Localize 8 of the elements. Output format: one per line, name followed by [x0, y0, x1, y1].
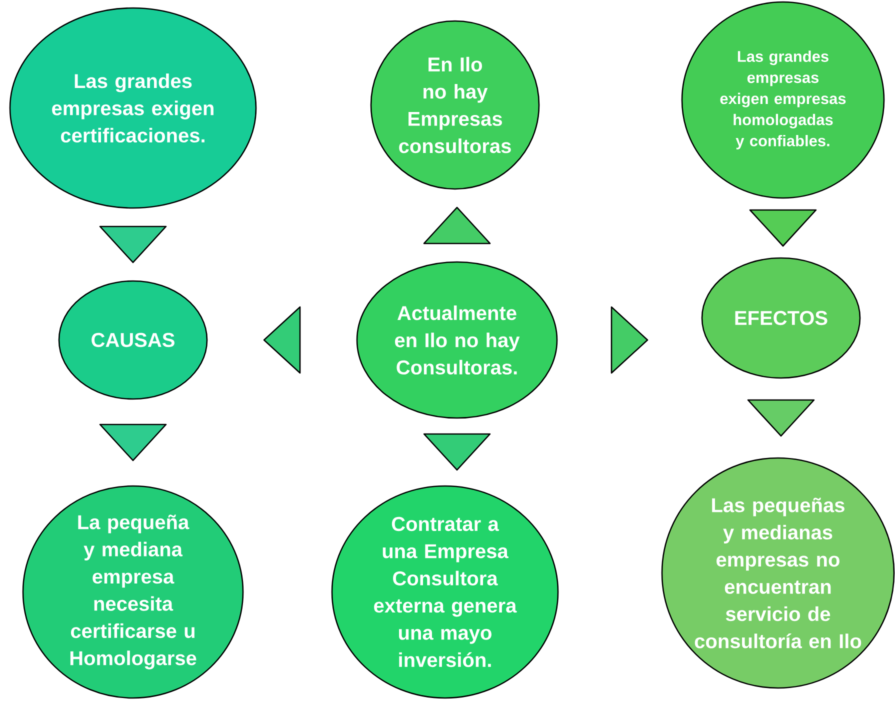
triangle-arrow: [263, 306, 301, 374]
triangle-arrow: [99, 226, 167, 264]
triangle-arrow: [749, 209, 817, 247]
triangle-arrow: [610, 306, 648, 374]
triangle-arrow: [423, 206, 491, 244]
triangle-arrow: [99, 424, 167, 462]
triangle-arrow: [423, 433, 491, 471]
triangle-arrow: [747, 399, 815, 437]
